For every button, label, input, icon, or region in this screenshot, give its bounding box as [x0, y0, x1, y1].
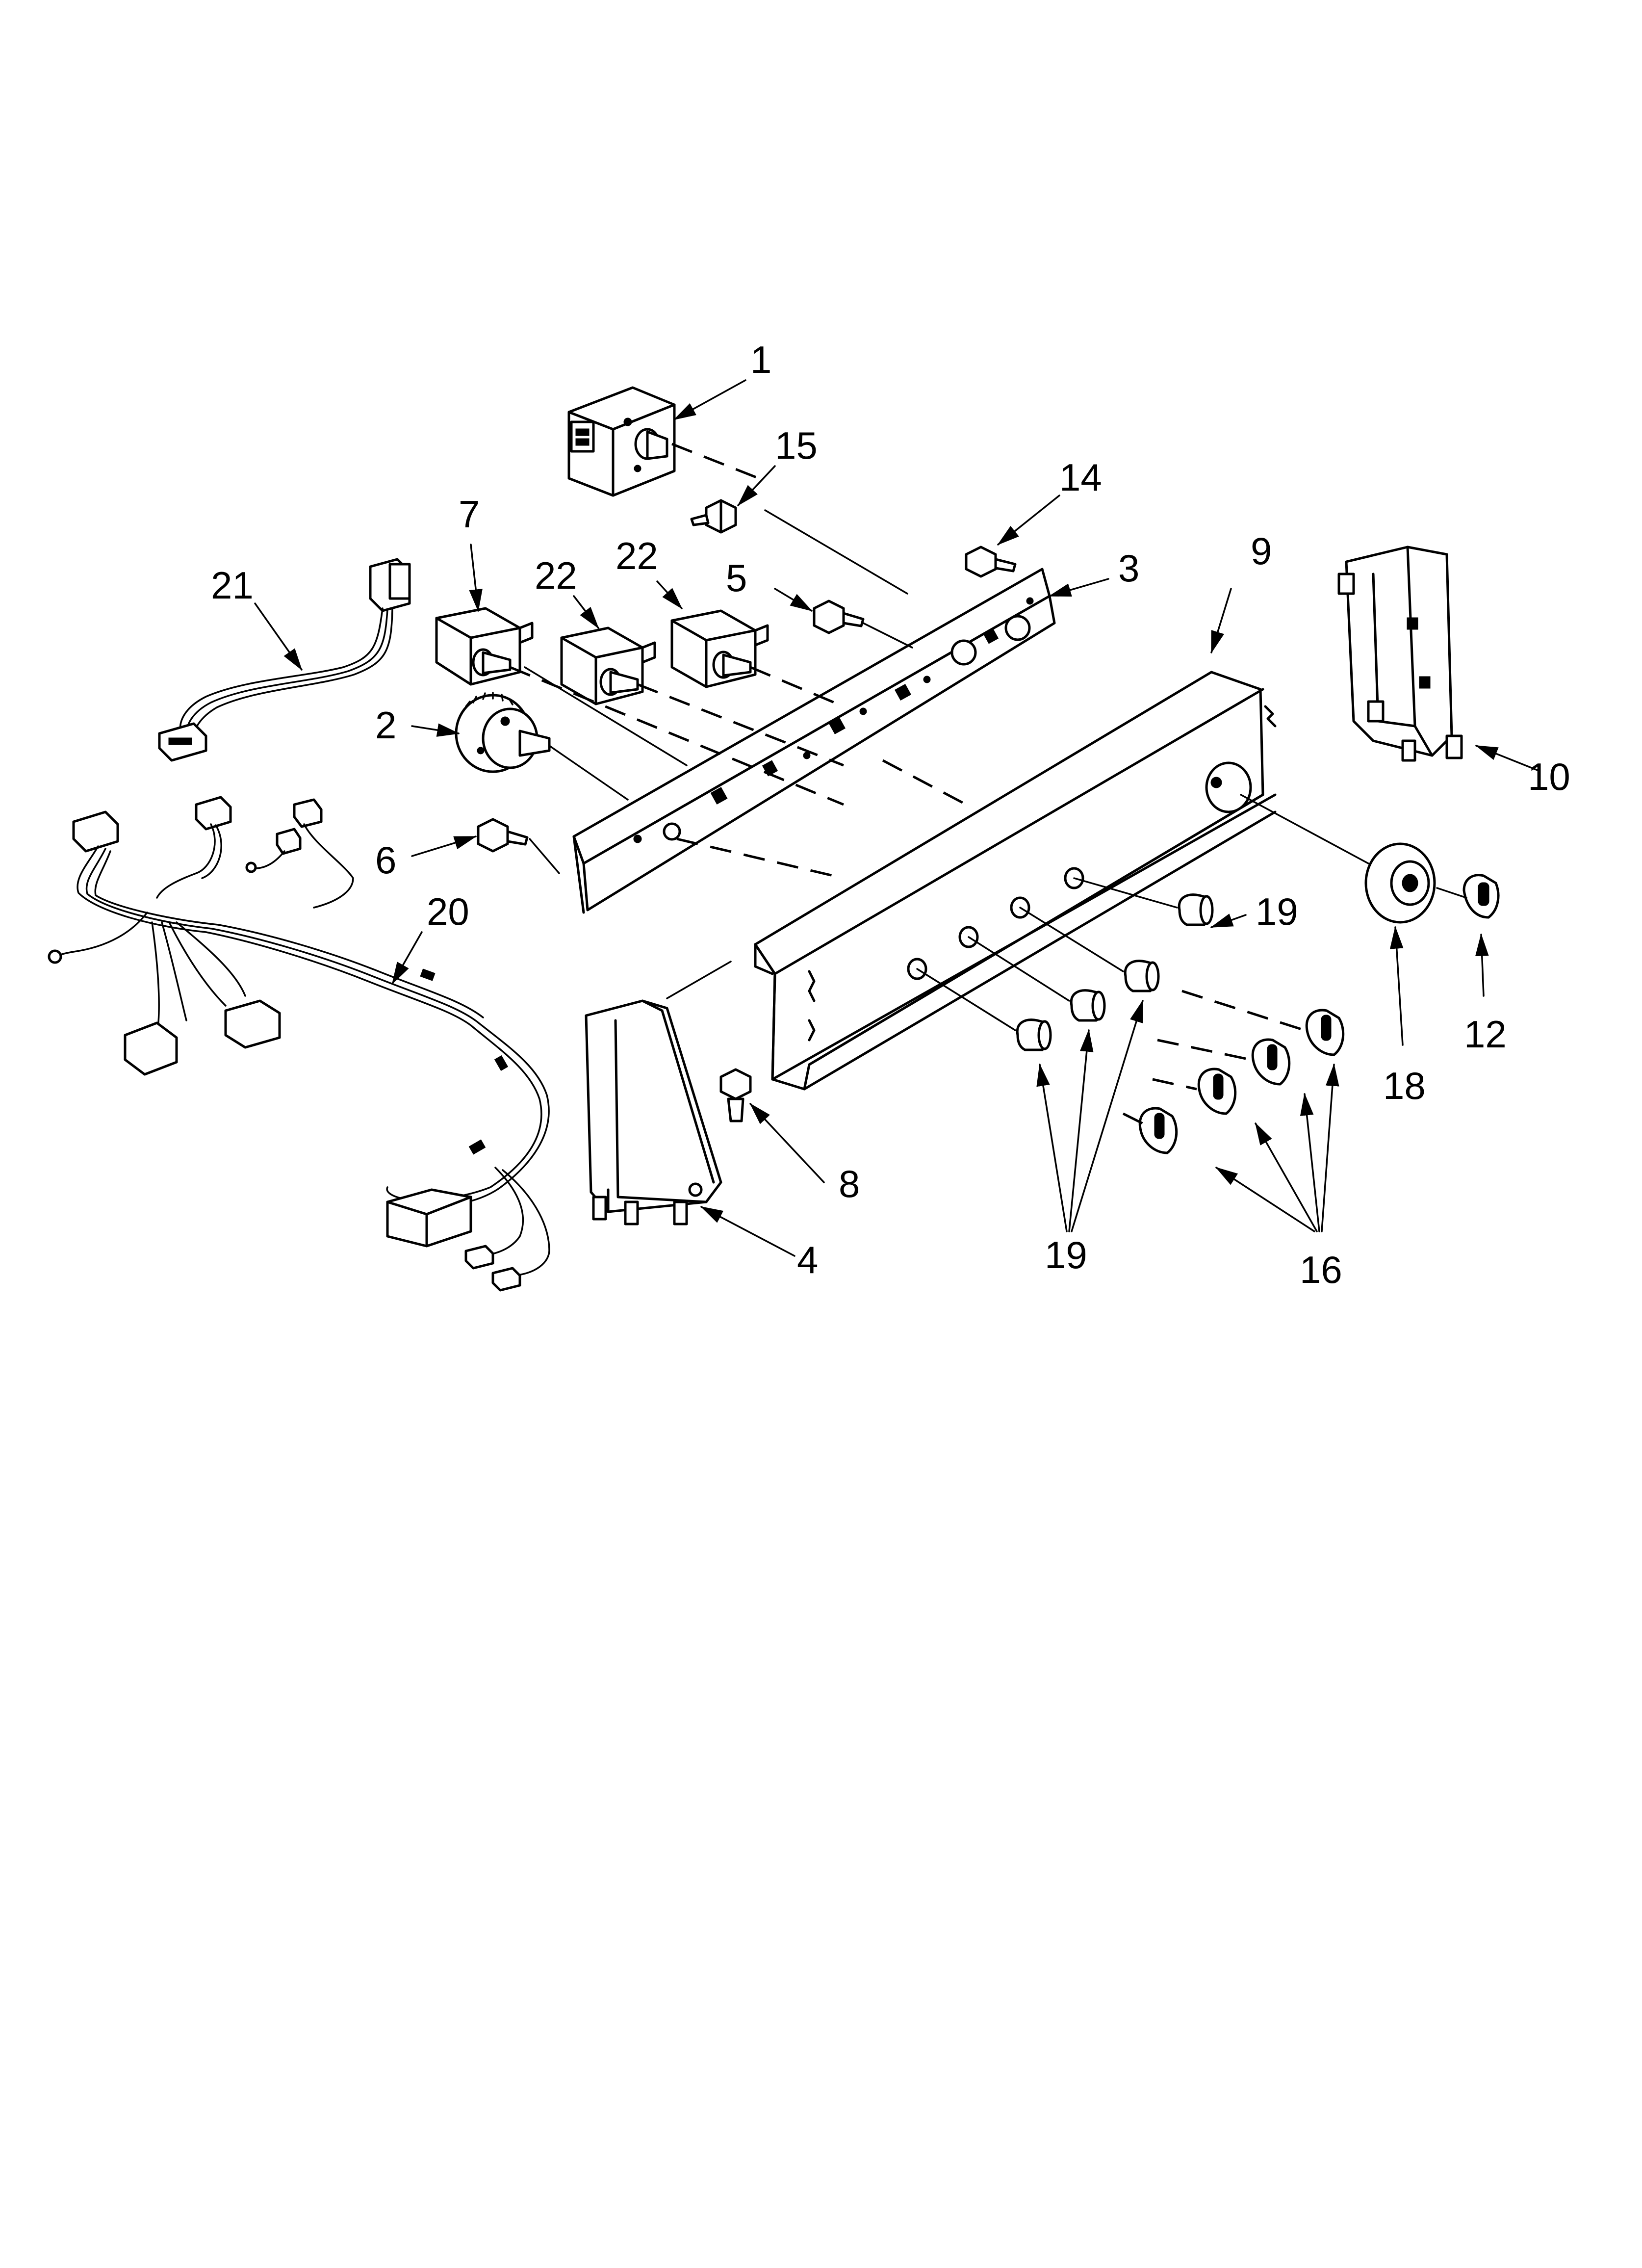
callout-10: 10	[1528, 755, 1570, 798]
console-panel-part-9	[754, 671, 1277, 1091]
callout-8: 8	[839, 1162, 860, 1205]
control-module-part-1	[567, 386, 676, 497]
callout-19-bottom: 19	[1045, 1233, 1087, 1277]
end-cap-right-part-10	[1337, 546, 1463, 762]
callout-2: 2	[375, 704, 396, 747]
screw-part-8	[719, 1068, 752, 1122]
wire-harness-part-20	[48, 796, 550, 1292]
screw-part-15	[690, 499, 737, 534]
screw-part-5	[813, 600, 865, 634]
knob-insert-part-19-d	[1016, 1018, 1052, 1051]
knob-part-12	[1462, 874, 1500, 919]
knob-part-16-c	[1197, 1068, 1237, 1115]
callout-7: 7	[459, 493, 480, 536]
callout-12: 12	[1464, 1013, 1507, 1056]
callout-20: 20	[427, 890, 469, 933]
end-cap-left-part-4	[585, 999, 722, 1225]
callout-22-right: 22	[616, 534, 658, 577]
knob-insert-part-19-a	[1178, 893, 1214, 926]
knob-part-16-a	[1305, 1009, 1345, 1056]
knob-insert-part-19-b	[1124, 960, 1160, 992]
switch-part-22-right	[670, 609, 769, 688]
callout-3: 3	[1118, 547, 1139, 590]
knob-part-16-d	[1138, 1107, 1178, 1154]
callout-labels: 1 15 14 3 9 7 22 22 5 21 2 10 6 20 19 12…	[211, 338, 1570, 1291]
callout-4: 4	[797, 1238, 818, 1281]
callout-21: 21	[211, 564, 254, 607]
callout-16: 16	[1300, 1248, 1342, 1291]
dial-skirt-part-18	[1364, 842, 1436, 924]
switch-part-7	[435, 607, 534, 686]
callout-1: 1	[750, 338, 771, 381]
callout-19-top: 19	[1256, 890, 1298, 933]
alignment-lines	[510, 443, 1467, 1125]
callout-9: 9	[1251, 529, 1272, 573]
callout-18: 18	[1383, 1064, 1426, 1107]
knob-part-16-b	[1251, 1038, 1291, 1086]
leader-arrows	[254, 379, 1539, 1257]
callout-5: 5	[726, 556, 747, 600]
control-bracket-part-3	[572, 568, 1056, 914]
callout-14: 14	[1059, 456, 1102, 499]
screw-part-6	[477, 818, 529, 853]
callout-15: 15	[775, 424, 818, 467]
rotary-selector-part-2	[455, 692, 551, 773]
callout-6: 6	[375, 838, 396, 882]
knob-insert-part-19-c	[1070, 989, 1106, 1022]
callout-22-left: 22	[535, 554, 577, 597]
screw-part-14	[965, 546, 1017, 578]
switch-part-22-left	[560, 626, 656, 705]
wire-harness-part-21	[158, 558, 411, 762]
